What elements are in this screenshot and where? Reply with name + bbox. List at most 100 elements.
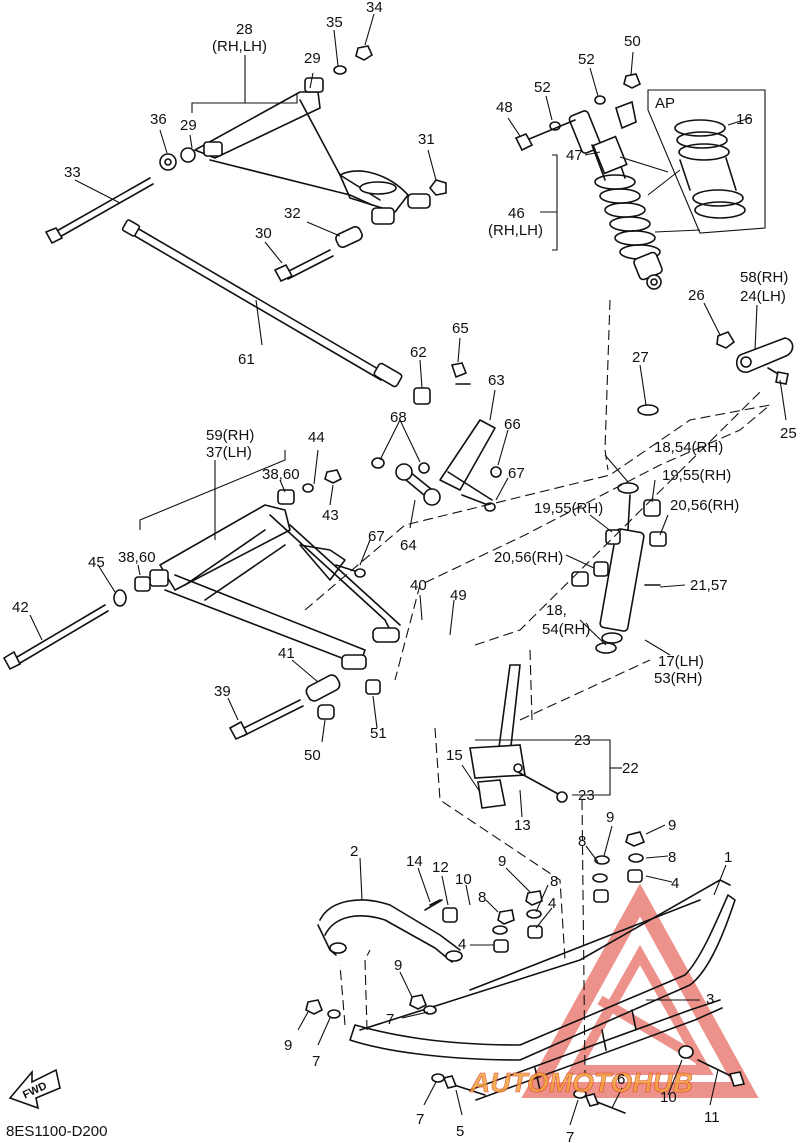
steering-arm [716,331,794,385]
callout-c1: 1 [724,849,732,866]
callout-c43: 43 [322,507,339,524]
callout-c3860b: 38,60 [118,549,156,566]
callout-c10a: 10 [455,871,472,888]
callout-c9b: 9 [606,809,614,826]
callout-c8d: 8 [478,889,486,906]
callout-c61: 61 [238,351,255,368]
callout-c45: 45 [88,554,105,571]
callout-c29b: 29 [180,117,197,134]
callout-c23b: 23 [578,787,595,804]
link-rod [335,362,502,578]
callout-c14: 14 [406,853,423,870]
callout-c28rh: (RH,LH) [212,38,267,55]
callout-c9c: 9 [498,853,506,870]
callout-c19b: 19,55(RH) [534,500,603,517]
callout-c35: 35 [326,14,343,31]
leader-lines [29,13,787,1126]
callout-c9a: 9 [668,817,676,834]
callout-c19a: 19,55(RH) [662,467,731,484]
callout-c18a: 18,54(RH) [654,439,723,456]
callout-c13: 13 [514,817,531,834]
callout-c9e: 9 [284,1037,292,1054]
bolt-33 [44,177,154,245]
callout-c18b: 18, [546,602,567,619]
lower-arm [113,469,401,670]
callout-c40: 40 [410,577,427,594]
callout-c22: 22 [622,760,639,777]
bolt-39 [228,699,304,741]
callout-c8b: 8 [578,833,586,850]
callout-c44: 44 [308,429,325,446]
callout-c4c: 4 [458,936,466,953]
callout-c9d: 9 [394,957,402,974]
callout-c48: 48 [496,99,513,116]
callout-c6: 6 [617,1071,625,1088]
callout-c54b: 54(RH) [542,621,590,638]
diagram-code: 8ES1100-D200 [6,1123,107,1140]
callout-c25: 25 [780,425,797,442]
callout-c47: 47 [566,147,583,164]
spindle [469,664,568,809]
callout-c51: 51 [370,725,387,742]
shaft-61 [121,219,403,388]
callout-c59: 59(RH) [206,427,254,444]
callout-c3860a: 38,60 [262,466,300,483]
ski-handle [317,899,463,963]
callout-c50a: 50 [624,33,641,50]
callout-c33: 33 [64,164,81,181]
fwd-arrow: FWD [8,1068,61,1110]
callout-c39: 39 [214,683,231,700]
callout-c29a: 29 [304,50,321,67]
nut-34-35 [333,45,374,75]
callout-c34: 34 [366,0,383,16]
callout-c67a: 67 [508,465,525,482]
callout-c37: 37(LH) [206,444,252,461]
callout-c27: 27 [632,349,649,366]
bolt-30 [273,249,334,283]
callout-c7d: 7 [566,1129,574,1143]
callout-c52a: 52 [578,51,595,68]
callout-c2: 2 [350,843,358,860]
callout-c21: 21,57 [690,577,728,594]
callout-c4b: 4 [548,895,556,912]
callout-c16: 16 [736,111,753,128]
callout-labels: 123444567777888899999101011121314151617(… [12,0,797,1143]
callout-c58: 58(RH) [740,269,788,286]
callout-c36: 36 [150,111,167,128]
callout-c26: 26 [688,287,705,304]
callout-c7a: 7 [386,1011,394,1028]
callout-c11: 11 [704,1109,720,1126]
callout-c42: 42 [12,599,29,616]
callout-c7c: 7 [416,1111,424,1128]
callout-c8c: 8 [550,873,558,890]
callout-c7b: 7 [312,1053,320,1070]
callout-c24: 24(LH) [740,288,786,305]
bushing-41-50-51 [305,674,381,720]
callout-c63: 63 [488,372,505,389]
callout-c31: 31 [418,131,435,148]
callout-c52b: 52 [534,79,551,96]
callout-c46: 46 [508,205,525,222]
ski [349,879,736,1101]
callout-c4a: 4 [671,875,679,892]
knuckle [571,404,667,654]
assembly-lines [304,299,772,1076]
ap-detail [647,89,766,234]
callout-c67b: 67 [368,528,385,545]
bolt-42 [2,604,109,671]
callout-c28: 28 [236,21,253,38]
ap-label: AP [655,95,675,112]
callout-c10b: 10 [660,1089,677,1106]
callout-c12: 12 [432,859,449,876]
callout-c53: 53(RH) [654,670,702,687]
callout-c23a: 23 [574,732,591,749]
ski-hardware [305,831,746,1114]
watermark-text: AUTOMOTOHUB [469,1067,693,1098]
callout-c62: 62 [410,344,427,361]
callout-c20b: 20,56(RH) [494,549,563,566]
callout-c20a: 20,56(RH) [670,497,739,514]
callout-c65: 65 [452,320,469,337]
callout-c15: 15 [446,747,463,764]
callout-c46rh: (RH,LH) [488,222,543,239]
